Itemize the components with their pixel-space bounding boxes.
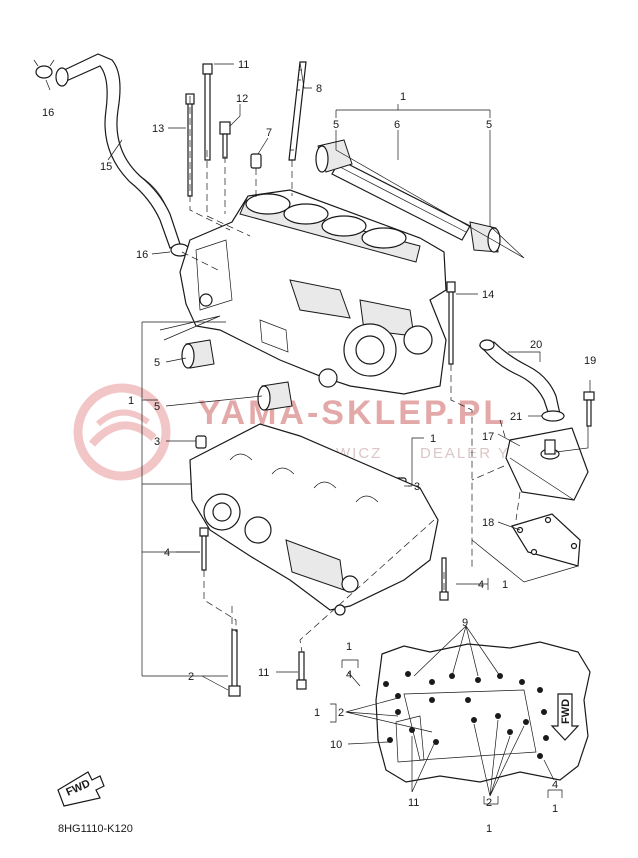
callout-14: 14 bbox=[482, 289, 494, 301]
callout-4-left: 4 bbox=[164, 547, 170, 559]
callout-4-bottom: 4 bbox=[552, 779, 558, 791]
watermark-subtext-right: DEALER YAM bbox=[420, 445, 535, 462]
bolt-11-left bbox=[296, 651, 307, 690]
callout-1-right: 1 bbox=[430, 433, 436, 445]
callout-5-mid: 5 bbox=[154, 357, 160, 369]
callout-17: 17 bbox=[482, 431, 494, 443]
callout-16-mid: 16 bbox=[136, 249, 148, 261]
stud-8 bbox=[288, 61, 307, 161]
callout-2-left: 2 bbox=[188, 671, 194, 683]
callout-12: 12 bbox=[236, 93, 248, 105]
callout-9: 9 bbox=[462, 617, 468, 629]
callout-1-left: 1 bbox=[128, 395, 134, 407]
bolt-14 bbox=[446, 281, 456, 365]
breather-cover-17 bbox=[505, 427, 589, 501]
bolt-2 bbox=[228, 629, 241, 697]
callout-7: 7 bbox=[266, 127, 272, 139]
lower-crankcase bbox=[189, 423, 439, 616]
hose-clamp-top bbox=[33, 59, 55, 79]
callout-2-bottom: 2 bbox=[486, 797, 492, 809]
map-bolt-holes bbox=[383, 671, 549, 759]
callout-4-map-top: 4 bbox=[346, 669, 352, 681]
watermark: YAMA-SKLEP.PL WICZ DEALER YAM bbox=[73, 383, 535, 481]
bolt-location-map: FWD bbox=[375, 641, 591, 783]
gasket-18 bbox=[511, 513, 581, 567]
callout-5-low: 5 bbox=[154, 401, 160, 413]
callout-8: 8 bbox=[316, 83, 322, 95]
dowel-7 bbox=[250, 153, 262, 169]
callout-11-top: 11 bbox=[238, 59, 249, 71]
callout-20: 20 bbox=[530, 339, 542, 351]
callout-1-top: 1 bbox=[400, 91, 406, 103]
diagram-code: 8HG1110-K120 bbox=[58, 823, 133, 835]
callout-10: 10 bbox=[330, 739, 342, 751]
callout-2-map-left: 2 bbox=[338, 707, 344, 719]
callout-18: 18 bbox=[482, 517, 494, 529]
grommet-5-low bbox=[257, 381, 293, 411]
callout-3-left: 3 bbox=[154, 436, 160, 448]
watermark-text: YAMA-SKLEP.PL bbox=[198, 394, 507, 432]
callout-11-left: 11 bbox=[258, 667, 269, 679]
pipe-grommet-5-right bbox=[469, 221, 501, 253]
bolt-12 bbox=[219, 121, 231, 159]
bolt-11-top bbox=[202, 63, 213, 161]
callout-4-right: 4 bbox=[478, 579, 484, 591]
breather-hose bbox=[55, 53, 181, 249]
watermark-logo-icon bbox=[73, 383, 171, 481]
callout-labels: 1 5 6 5 8 11 12 13 7 16 15 16 14 20 19 2… bbox=[42, 59, 596, 835]
callout-6: 6 bbox=[394, 119, 400, 131]
leader-lines bbox=[45, 61, 591, 805]
bolt-19 bbox=[583, 391, 595, 427]
callout-1-bottom: 1 bbox=[486, 823, 492, 835]
callout-1-map-top: 1 bbox=[346, 641, 352, 653]
grommet-5-mid bbox=[181, 339, 215, 369]
dowel-3-left bbox=[195, 435, 207, 449]
pipe-grommet-5-left bbox=[315, 139, 353, 173]
callout-11-bottom: 11 bbox=[408, 797, 419, 809]
clamp-21 bbox=[541, 410, 565, 422]
callout-21: 21 bbox=[510, 411, 522, 423]
callout-5-top-right: 5 bbox=[486, 119, 492, 131]
fwd-arrow-icon: FWD bbox=[57, 771, 105, 807]
callout-1-right-b: 1 bbox=[502, 579, 508, 591]
callout-3-right: 3 bbox=[414, 481, 420, 493]
callout-19: 19 bbox=[584, 355, 596, 367]
bolt-4-left bbox=[199, 527, 209, 571]
upper-crankcase bbox=[179, 189, 447, 395]
callout-1-map-left: 1 bbox=[314, 707, 320, 719]
fwd-label-map: FWD bbox=[560, 699, 572, 724]
callout-16-top: 16 bbox=[42, 107, 54, 119]
fwd-arrow-map-icon: FWD bbox=[550, 693, 580, 741]
callout-13: 13 bbox=[152, 123, 164, 135]
callout-1-bottom-right: 1 bbox=[552, 803, 558, 815]
callout-15: 15 bbox=[100, 161, 112, 173]
callout-5-top-left: 5 bbox=[333, 119, 339, 131]
